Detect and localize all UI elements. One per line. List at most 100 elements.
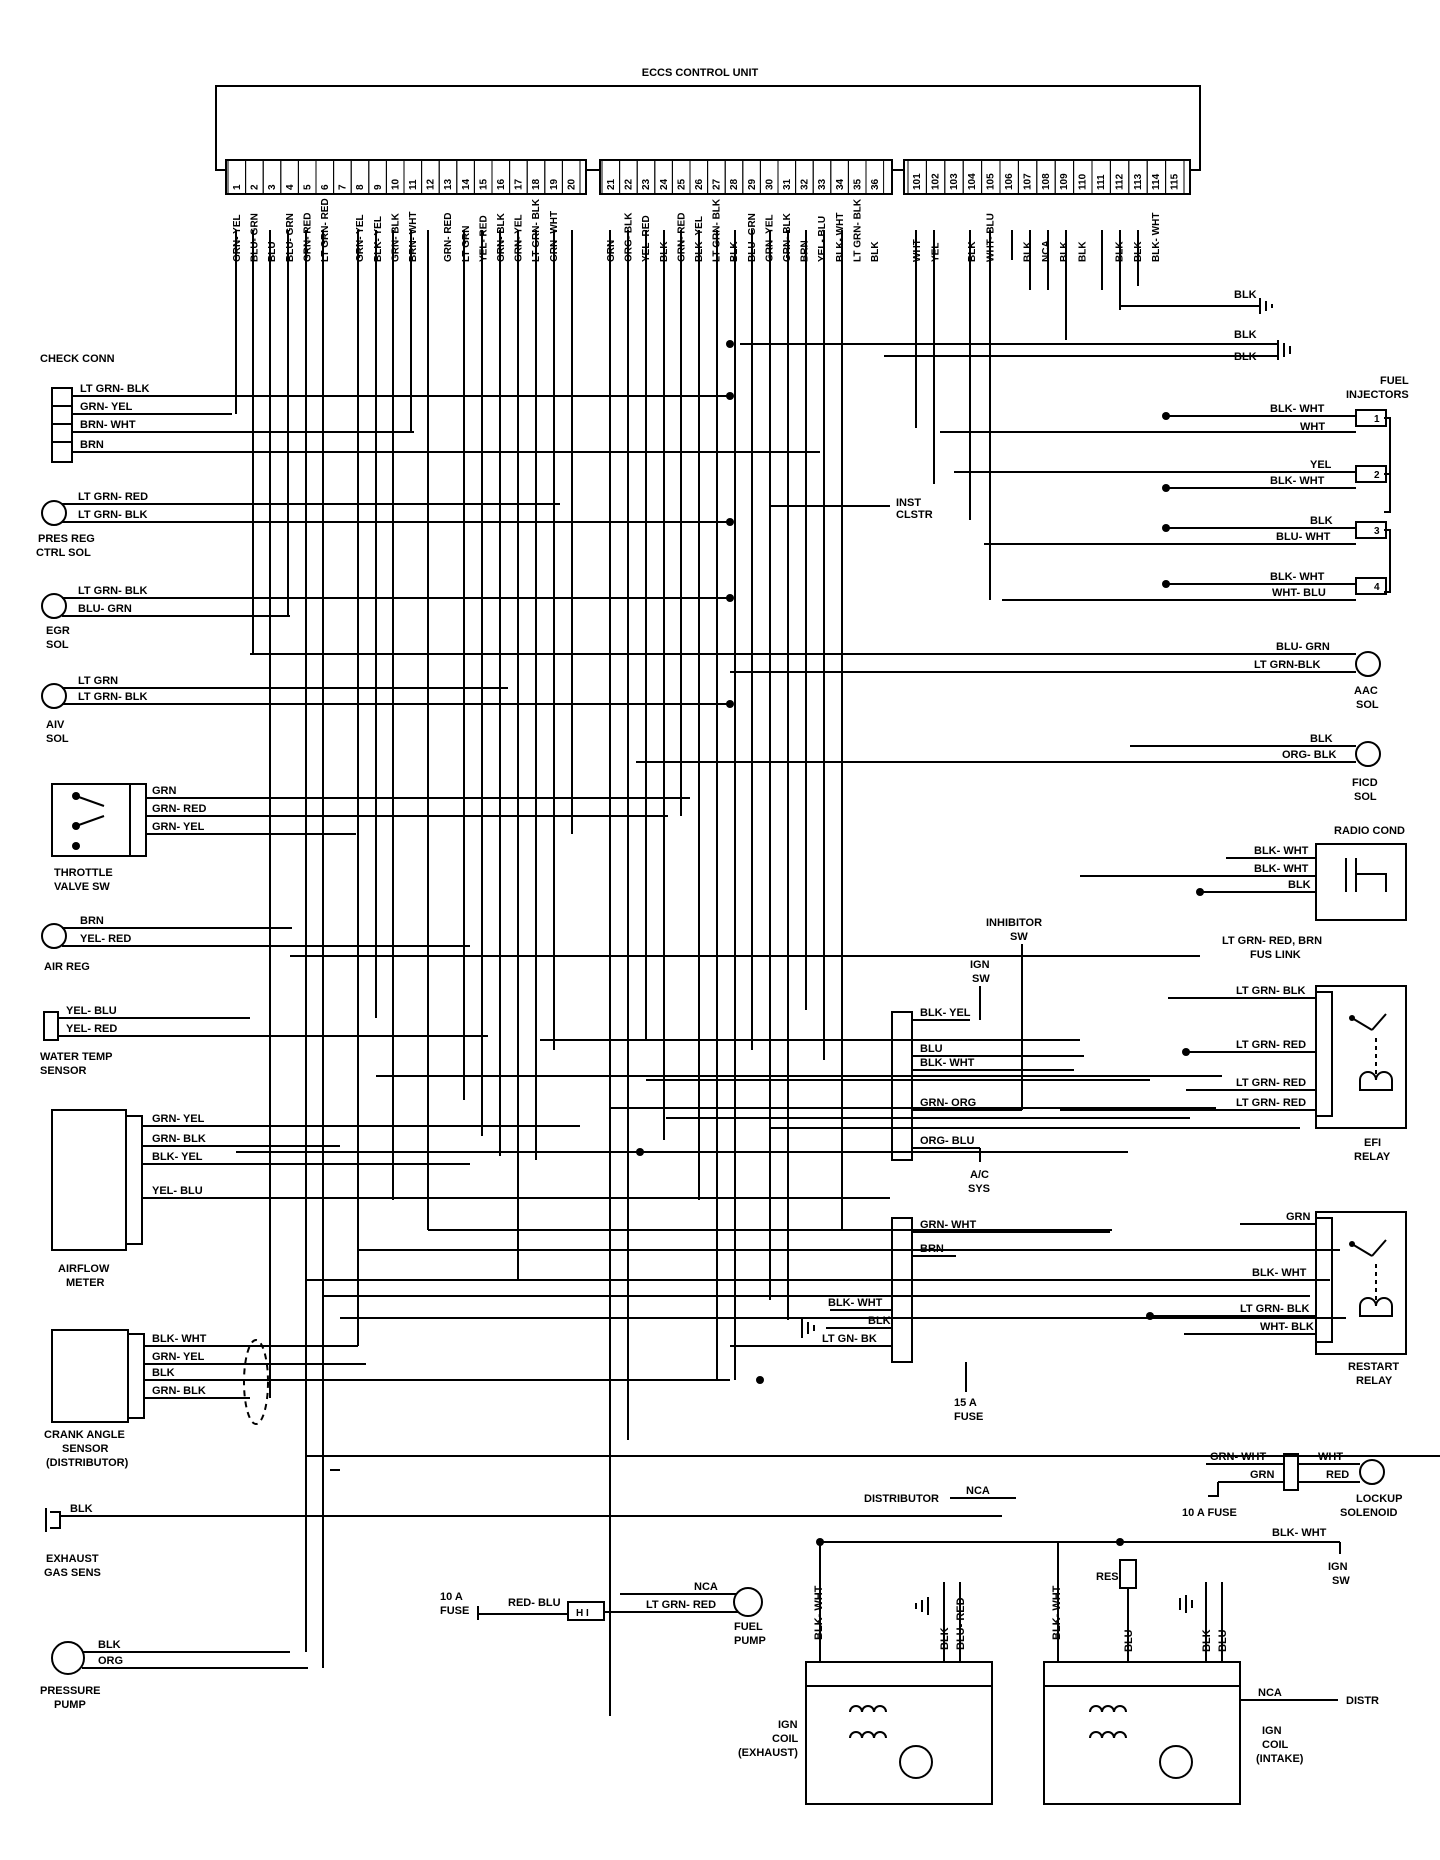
ecu-pin-number: 25 [676, 178, 687, 190]
fuel-pump: H I RED- BLU NCA LT GRN- RED 10 A FUSE F… [440, 1581, 766, 1647]
svg-text:2: 2 [1374, 470, 1380, 481]
ign-sw-bottom: BLK- WHT IGN SW [820, 1527, 1350, 1587]
svg-text:BLK: BLK [152, 1367, 175, 1379]
svg-text:AIRFLOW: AIRFLOW [58, 1263, 110, 1275]
svg-text:A/C: A/C [970, 1169, 989, 1181]
svg-text:FUEL: FUEL [1380, 375, 1409, 387]
svg-text:PRES REG: PRES REG [38, 533, 95, 545]
svg-text:LT GRN-BLK: LT GRN-BLK [1254, 659, 1320, 671]
svg-text:CHECK CONN: CHECK CONN [40, 353, 115, 365]
svg-text:GRN- BLK: GRN- BLK [152, 1385, 206, 1397]
ecu-pin-wire-color: GRN- YEL [355, 214, 366, 262]
ecu-pin-number: 33 [817, 178, 828, 190]
ecu-pin-number: 2 [250, 184, 261, 190]
svg-text:BLK- WHT: BLK- WHT [920, 1057, 975, 1069]
svg-text:AIR REG: AIR REG [44, 961, 90, 973]
air-regulator: BRN YEL- RED AIR REG [41, 915, 470, 973]
svg-text:WHT: WHT [1300, 421, 1325, 433]
svg-text:BLU- GRN: BLU- GRN [78, 603, 132, 615]
svg-text:BLK: BLK [1288, 879, 1311, 891]
ecu-pin-wire-color: BLK [870, 241, 881, 262]
svg-text:SOL: SOL [46, 639, 69, 651]
ecu-pin-wire-color: GRN- YEL [514, 214, 525, 262]
ign-coil-intake: NCA DISTR BLK- WHT BLU BLK BLU IGN COIL … [1043, 1542, 1379, 1805]
ecu-pin-number: 115 [1170, 173, 1181, 190]
svg-text:(INTAKE): (INTAKE) [1256, 1753, 1304, 1765]
svg-text:WHT- BLK: WHT- BLK [1260, 1321, 1314, 1333]
airflow-meter: GRN- YEL GRN- BLK BLK- YEL YEL- BLU AIRF… [51, 1109, 890, 1289]
svg-text:NCA: NCA [1258, 1687, 1282, 1699]
svg-text:ORG- BLU: ORG- BLU [920, 1135, 974, 1147]
junction-dot [726, 392, 734, 400]
ficd-sol: BLK ORG- BLK FICD SOL [636, 733, 1381, 803]
svg-text:WHT- BLU: WHT- BLU [1272, 587, 1326, 599]
ecu-pin-wire-color: YEL [930, 243, 941, 262]
ign-coil-exhaust: BLK- WHT BLK BLU- RED IGN COIL (EXHAUST) [738, 1542, 993, 1805]
ecu-pin-wire-color: BLU [267, 241, 278, 262]
svg-text:1: 1 [1374, 414, 1380, 425]
svg-text:GRN- YEL: GRN- YEL [80, 401, 133, 413]
svg-text:SOLENOID: SOLENOID [1340, 1507, 1398, 1519]
svg-text:BLK- WHT: BLK- WHT [1270, 403, 1325, 415]
svg-text:BLK- WHT: BLK- WHT [813, 1585, 825, 1640]
svg-text:FUS LINK: FUS LINK [1250, 949, 1301, 961]
ecu-pin-number: 108 [1041, 173, 1052, 190]
ecu-pin-number: 3 [267, 184, 278, 190]
ecu-pin-wire-color: BRN- WHT [408, 211, 419, 262]
restart-relay: GRN BLK- WHT LT GRN- BLK WHT- BLK RESTAR… [1150, 1211, 1407, 1387]
junction-dot [726, 594, 734, 602]
svg-text:BLK: BLK [1234, 329, 1257, 341]
svg-text:LT GRN- RED: LT GRN- RED [78, 491, 148, 503]
svg-text:CTRL SOL: CTRL SOL [36, 547, 91, 559]
svg-text:IGN: IGN [1262, 1725, 1282, 1737]
ecu-pin-wire-color: NCA [1041, 240, 1052, 262]
ecu-pin-cell [561, 159, 581, 195]
svg-text:BLU: BLU [920, 1043, 943, 1055]
svg-text:SENSOR: SENSOR [62, 1443, 109, 1455]
svg-text:GRN- WHT: GRN- WHT [920, 1219, 976, 1231]
ecu-pin-number: 13 [443, 178, 454, 190]
ecu-pin-number: 26 [694, 178, 705, 190]
svg-text:LT GRN- RED, BRN: LT GRN- RED, BRN [1222, 935, 1322, 947]
ecu-pin-number: 35 [852, 178, 863, 190]
svg-text:RED- BLU: RED- BLU [508, 1597, 561, 1609]
ecu-pin-number: 1 [232, 184, 243, 190]
radio-cond: RADIO COND BLK- WHT BLK- WHT BLK [1080, 825, 1407, 921]
ecu-pin-number: 23 [641, 178, 652, 190]
svg-text:BLK: BLK [939, 1627, 951, 1650]
svg-text:GRN- YEL: GRN- YEL [152, 1113, 205, 1125]
svg-text:YEL- BLU: YEL- BLU [66, 1005, 117, 1017]
svg-text:LOCKUP: LOCKUP [1356, 1493, 1402, 1505]
svg-text:RES: RES [1096, 1571, 1119, 1583]
svg-text:BLK: BLK [868, 1315, 891, 1327]
ecu-pin-number: 7 [338, 184, 349, 190]
ecu-pin-wire-color: WHT- BLU [986, 213, 997, 262]
svg-text:GRN: GRN [1250, 1469, 1275, 1481]
pres-reg-ctrl-sol: LT GRN- RED LT GRN- BLK PRES REG CTRL SO… [36, 491, 730, 559]
ecu-pin-wire-color: YEL- BLU [817, 216, 828, 262]
svg-text:BLK- WHT: BLK- WHT [1270, 475, 1325, 487]
svg-text:SW: SW [1010, 931, 1028, 943]
junction-dot [726, 518, 734, 526]
wire-harness [235, 230, 1440, 1716]
junction-dot [1162, 580, 1170, 588]
junction-dot [636, 1148, 644, 1156]
svg-text:YEL- BLU: YEL- BLU [152, 1185, 203, 1197]
ecu-pin-number: 6 [320, 184, 331, 190]
svg-text:RELAY: RELAY [1354, 1151, 1391, 1163]
svg-text:GRN- BLK: GRN- BLK [152, 1133, 206, 1145]
ecu-pin-wire-color: ORG- BLK [624, 212, 635, 262]
svg-text:15 A: 15 A [954, 1397, 977, 1409]
ecu-pin-number: 12 [426, 178, 437, 190]
svg-text:SW: SW [972, 973, 990, 985]
svg-text:GRN- ORG: GRN- ORG [920, 1097, 976, 1109]
svg-text:LT GRN- RED: LT GRN- RED [1236, 1097, 1306, 1109]
svg-text:SYS: SYS [968, 1183, 990, 1195]
ecu-pin-number: 9 [373, 184, 384, 190]
svg-text:FUSE: FUSE [440, 1605, 469, 1617]
svg-text:4: 4 [1374, 582, 1380, 593]
junction-dot [1162, 484, 1170, 492]
ecu-pin-number: 11 [408, 179, 419, 190]
distributor-label: DISTRIBUTOR NCA [864, 1485, 1016, 1505]
junction-dot [1162, 524, 1170, 532]
